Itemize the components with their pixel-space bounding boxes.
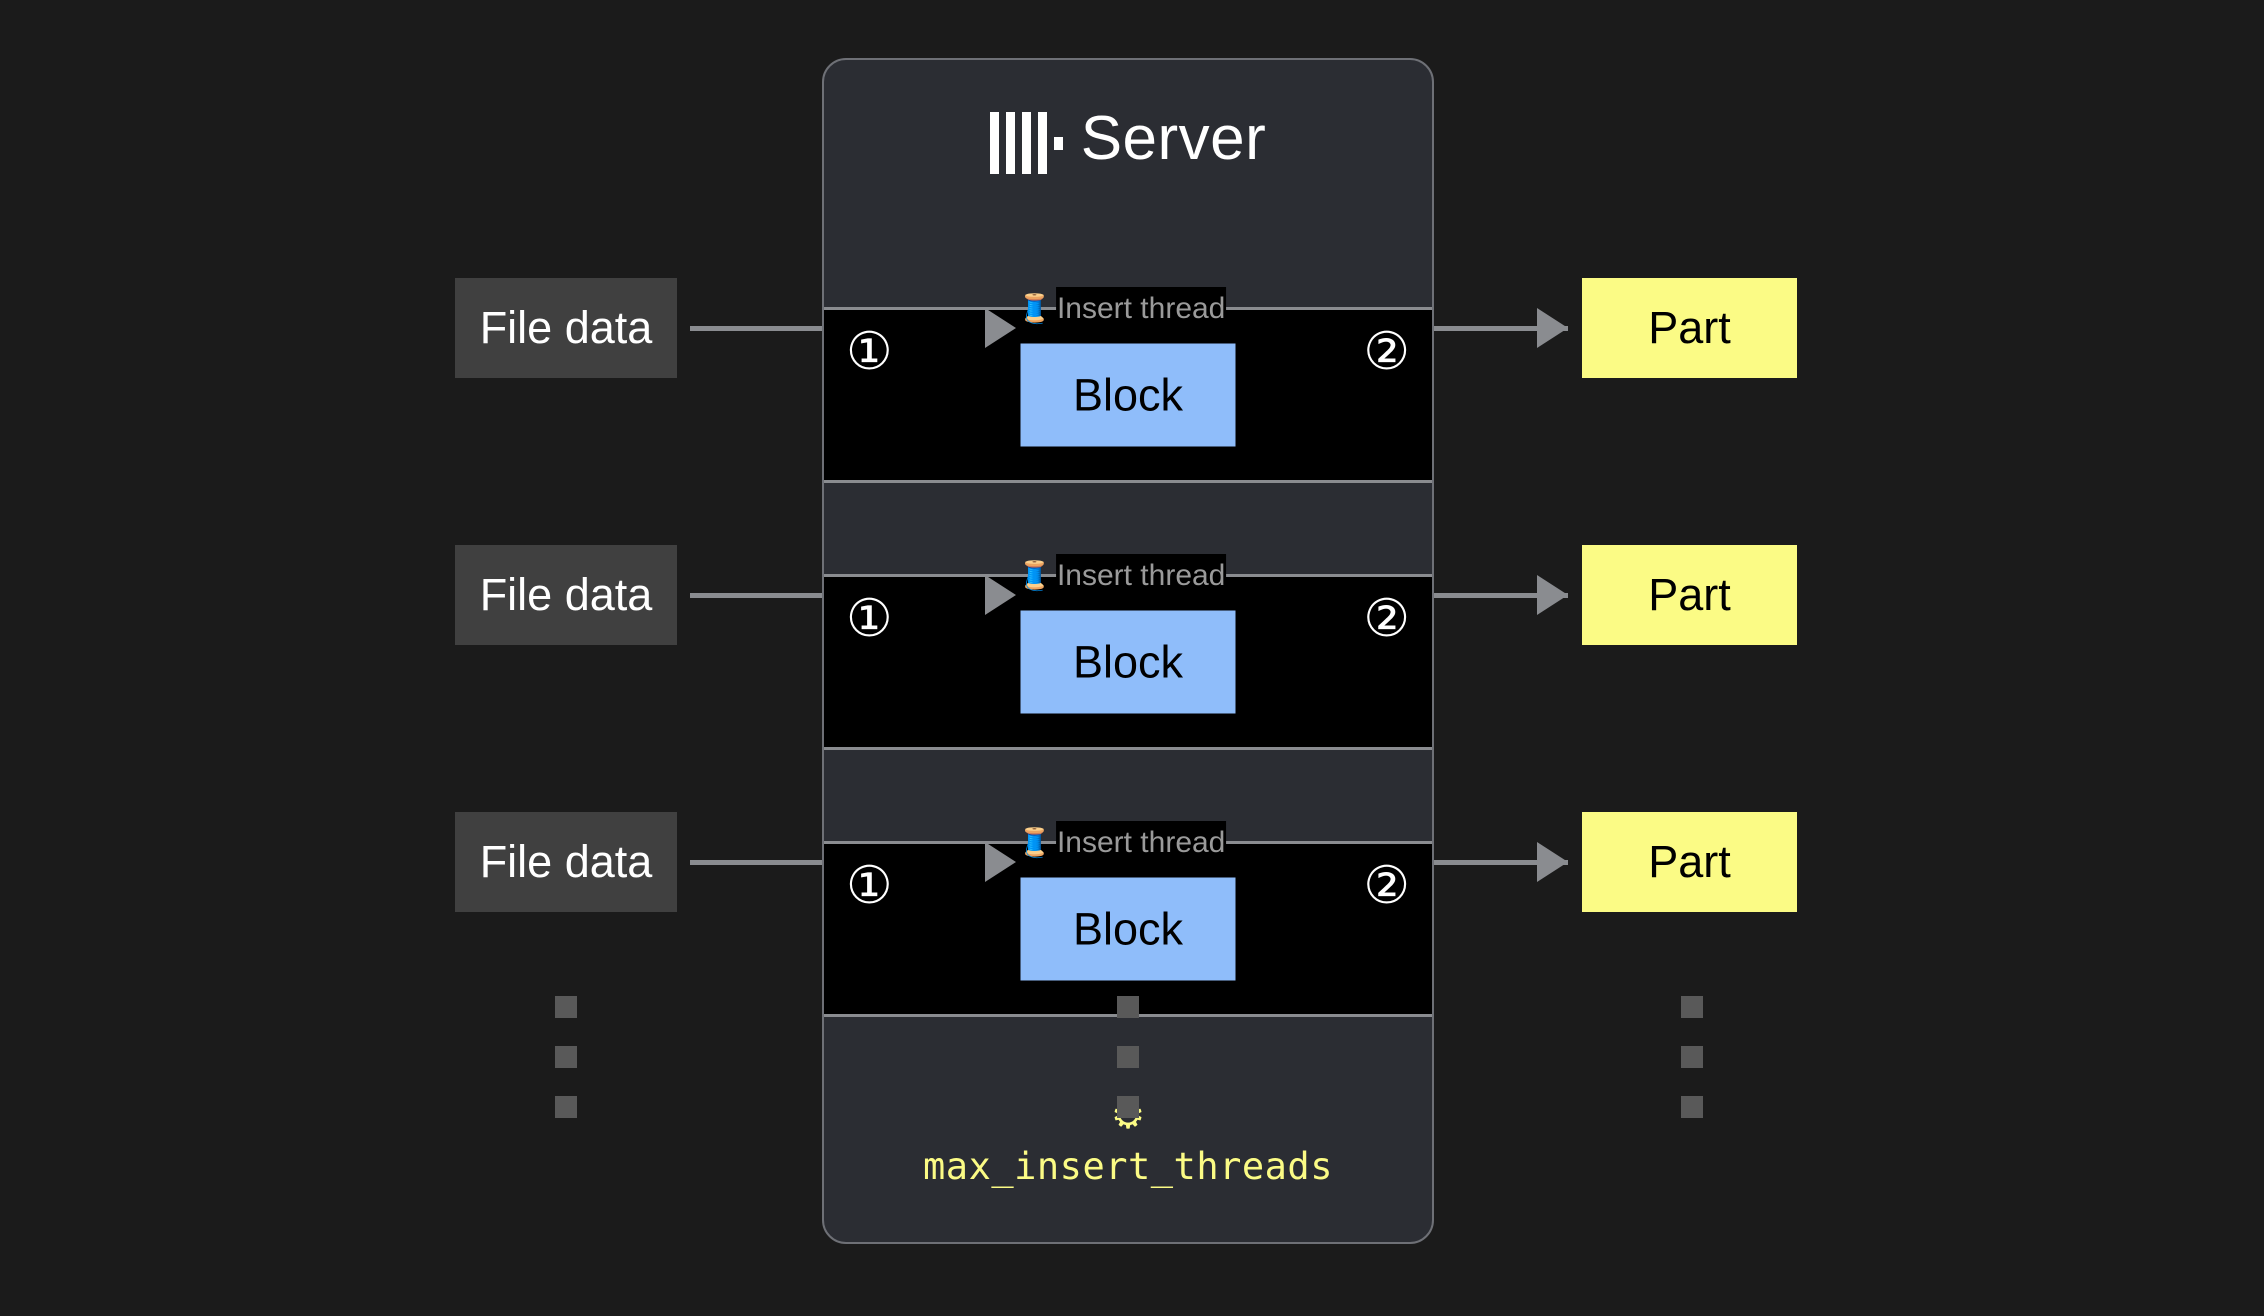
step-marker-1-in: ①	[846, 323, 893, 381]
file-data-box-1: File data	[455, 278, 677, 378]
thread-spool-icon: 🧵	[1017, 560, 1052, 591]
file-data-label: File data	[479, 302, 653, 353]
insert-thread-label-text: Insert thread	[1055, 821, 1227, 865]
arrow-right-icon-in-2	[985, 575, 1016, 615]
arrow-right-icon-out-1	[1537, 308, 1568, 348]
ellipsis-square	[1117, 996, 1139, 1018]
block-label: Block	[1072, 903, 1184, 954]
part-label: Part	[1648, 569, 1731, 620]
server-title-text: Server	[1080, 104, 1267, 173]
thread-spool-icon: 🧵	[1017, 293, 1052, 324]
block-box-3: Block	[1020, 877, 1236, 981]
ellipsis-center	[1117, 996, 1139, 1118]
ellipsis-square	[555, 996, 577, 1018]
server-card: Server 🧵 Insert thread ① ② Block 🧵 Inser…	[822, 58, 1434, 1244]
file-data-box-3: File data	[455, 812, 677, 912]
block-label: Block	[1072, 369, 1184, 420]
insert-thread-lane-2: 🧵 Insert thread ① ② Block	[824, 554, 1432, 750]
ellipsis-square	[555, 1096, 577, 1118]
ellipsis-square	[1681, 1096, 1703, 1118]
insert-thread-label-text: Insert thread	[1055, 554, 1227, 598]
part-label: Part	[1648, 836, 1731, 887]
insert-thread-label-3: 🧵 Insert thread	[1017, 821, 1227, 865]
step-marker-2-in: ①	[846, 590, 893, 648]
thread-spool-icon: 🧵	[1017, 827, 1052, 858]
ellipsis-square	[1117, 1046, 1139, 1068]
step-marker-1-out: ②	[1363, 323, 1410, 381]
arrow-right-icon-out-3	[1537, 842, 1568, 882]
block-box-1: Block	[1020, 343, 1236, 447]
insert-thread-lane-1: 🧵 Insert thread ① ② Block	[824, 287, 1432, 483]
step-marker-2-out: ②	[1363, 590, 1410, 648]
insert-thread-label-text: Insert thread	[1055, 287, 1227, 331]
ellipsis-right	[1681, 996, 1703, 1118]
ellipsis-square	[1681, 1046, 1703, 1068]
part-box-1: Part	[1582, 278, 1797, 378]
ellipsis-square	[1117, 1096, 1139, 1118]
block-box-2: Block	[1020, 610, 1236, 714]
ellipsis-square	[555, 1046, 577, 1068]
clickhouse-bars-logo-icon	[989, 110, 1063, 174]
file-data-label: File data	[479, 569, 653, 620]
file-data-label: File data	[479, 836, 653, 887]
setting-name-label: max_insert_threads	[923, 1145, 1333, 1188]
setting-footer: ⚙ max_insert_threads	[824, 1094, 1432, 1190]
arrow-right-icon-in-3	[985, 842, 1016, 882]
step-marker-3-out: ②	[1363, 857, 1410, 915]
step-marker-3-in: ①	[846, 857, 893, 915]
ellipsis-square	[1681, 996, 1703, 1018]
arrow-right-icon-out-2	[1537, 575, 1568, 615]
insert-thread-label-2: 🧵 Insert thread	[1017, 554, 1227, 598]
ellipsis-left	[555, 996, 577, 1118]
arrow-right-icon-in-1	[985, 308, 1016, 348]
insert-thread-label-1: 🧵 Insert thread	[1017, 287, 1227, 331]
block-label: Block	[1072, 636, 1184, 687]
insert-thread-lane-3: 🧵 Insert thread ① ② Block	[824, 821, 1432, 1017]
part-box-3: Part	[1582, 812, 1797, 912]
part-box-2: Part	[1582, 545, 1797, 645]
server-title: Server	[824, 102, 1432, 176]
file-data-box-2: File data	[455, 545, 677, 645]
part-label: Part	[1648, 302, 1731, 353]
